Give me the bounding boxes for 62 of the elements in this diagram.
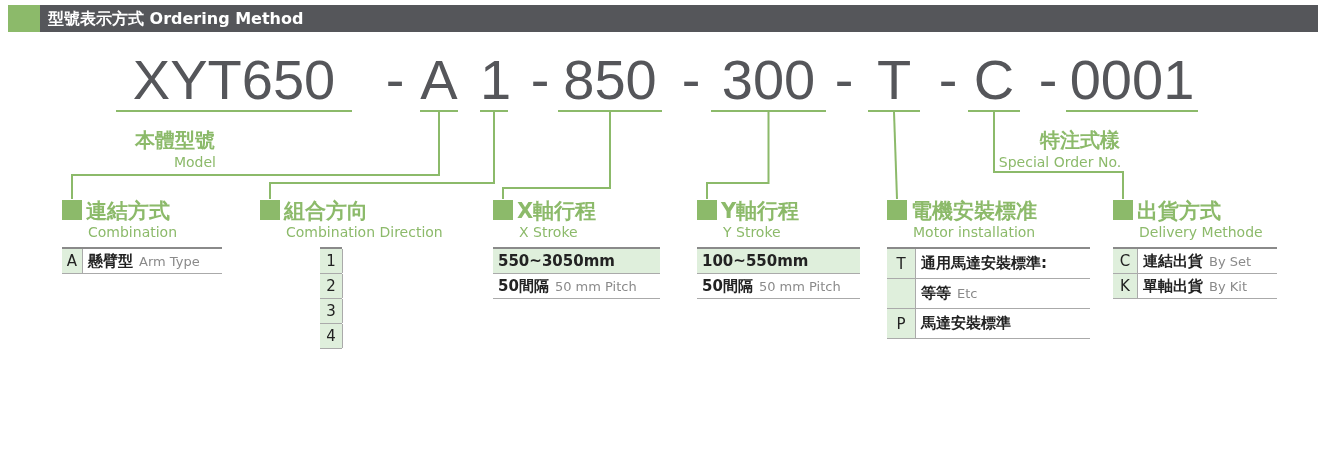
separator-dash: - (833, 50, 855, 112)
connector-line (993, 111, 1124, 200)
option-text: 通用馬達安裝標準: (921, 254, 1047, 273)
heading-title: 電機安裝標准 (911, 199, 1037, 223)
heading-title: 出貨方式 (1137, 199, 1222, 223)
option-text: 單軸出貨 (1143, 276, 1203, 296)
option-note: By Kit (1209, 278, 1247, 294)
field-subtitle: Special Order No. (997, 154, 1123, 170)
option-code: A (62, 249, 83, 273)
heading-title: X軸行程 (517, 199, 597, 223)
separator-dash: - (529, 50, 551, 112)
separator-dash: - (1037, 50, 1059, 112)
connector-line (269, 111, 495, 200)
field-title: 特注式樣 (1038, 127, 1121, 154)
heading-title: 組合方向 (284, 199, 369, 223)
code-segment: 1 (480, 50, 508, 112)
field-title: 本體型號 (134, 127, 216, 154)
option-code: 2 (320, 274, 343, 298)
option-note: 50 mm Pitch (554, 278, 637, 294)
separator-dash: - (680, 50, 702, 112)
heading-title: 連結方式 (86, 199, 171, 223)
option-note: Arm Type (139, 253, 200, 269)
heading-subtitle: X Stroke (519, 223, 579, 241)
option-code: K (1113, 274, 1138, 298)
code-segment: 0001 (1066, 50, 1198, 112)
option-note: Etc (957, 286, 978, 301)
option-text: 50間隔 (498, 276, 549, 296)
option-note: 50 mm Pitch (758, 278, 841, 294)
option-code: 3 (320, 299, 343, 323)
option-text: 連結出貨 (1143, 251, 1203, 271)
code-segment: 850 (558, 50, 662, 112)
separator-dash: - (384, 50, 406, 112)
option-text: 550~3050mm (498, 252, 615, 270)
option-text: 等等 (921, 284, 951, 303)
option-text: 100~550mm (702, 252, 809, 270)
code-segment: XYT650 (116, 50, 352, 112)
code-segment: A (420, 50, 458, 112)
option-note: By Set (1209, 253, 1252, 269)
heading-subtitle: Y Stroke (723, 223, 782, 241)
option-code: T (887, 249, 916, 278)
connector-line (502, 111, 611, 200)
title-bar: 型號表示方式 Ordering Method (40, 5, 1318, 32)
code-segment: C (968, 50, 1020, 112)
connector-line (706, 111, 770, 200)
connector-line (71, 111, 440, 200)
field-subtitle: Model (172, 154, 217, 170)
heading-title: Y軸行程 (721, 199, 800, 223)
option-text: 馬達安裝標準 (921, 314, 1011, 333)
heading-subtitle: Delivery Methode (1139, 223, 1263, 241)
heading-subtitle: Combination (88, 223, 178, 241)
separator-dash: - (937, 50, 959, 112)
code-segment: T (868, 50, 920, 112)
heading-subtitle: Combination Direction (286, 223, 443, 241)
code-segment: 300 (711, 50, 826, 112)
option-text: 50間隔 (702, 276, 753, 296)
option-code: 1 (320, 249, 343, 273)
option-code: 4 (320, 324, 343, 348)
heading-subtitle: Motor installation (913, 223, 1037, 241)
option-code: P (887, 309, 916, 338)
option-code: C (1113, 249, 1138, 273)
connector-line (893, 111, 898, 200)
option-text: 懸臂型 (88, 251, 133, 271)
